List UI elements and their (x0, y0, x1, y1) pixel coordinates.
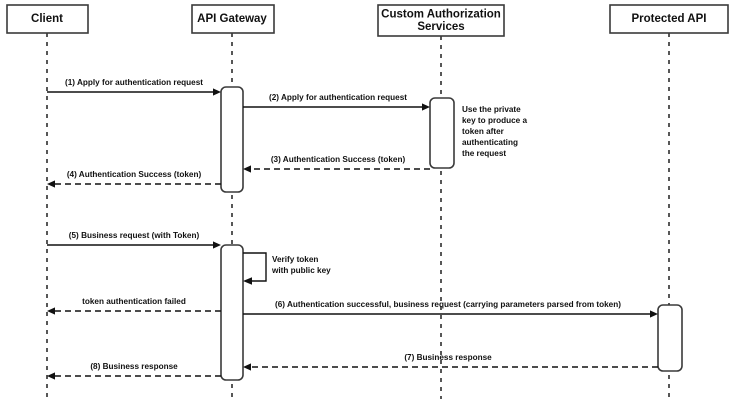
note-line: the request (462, 149, 506, 158)
message-label: (4) Authentication Success (token) (67, 170, 202, 179)
participant-label: Client (31, 13, 63, 25)
lifelines-layer (46, 33, 670, 399)
message-m6: (6) Authentication successful, business … (243, 300, 658, 318)
arrowhead-icon (422, 103, 430, 111)
notes-layer: Use the private key to produce a token aft… (462, 105, 528, 158)
message-label: (8) Business response (90, 362, 178, 371)
message-label: (3) Authentication Success (token) (271, 155, 406, 164)
message-label: (5) Business request (with Token) (69, 231, 200, 240)
arrowhead-icon (243, 277, 252, 285)
participant-client[interactable]: Client (6, 4, 89, 34)
message-m5: (5) Business request (with Token) (47, 231, 221, 249)
message-m8: (8) Business response (47, 362, 221, 380)
message-label: (1) Apply for authentication request (65, 78, 203, 87)
arrowhead-icon (47, 180, 55, 188)
messages-layer: (1) Apply for authentication request (2) … (47, 78, 658, 380)
participant-api-gateway[interactable]: API Gateway (191, 4, 275, 34)
note-line: Use the private (462, 105, 521, 114)
note-line: token after (462, 127, 505, 136)
participant-protected-api[interactable]: Protected API (609, 4, 729, 34)
message-m1: (1) Apply for authentication request (47, 78, 221, 96)
participant-label: API Gateway (197, 13, 267, 25)
activations-layer (220, 86, 683, 381)
note-note-private-key: Use the private key to produce a token aft… (462, 105, 528, 158)
self-message-self-verify: Verify token with public key (243, 252, 331, 285)
activation-bar-gateway-business (220, 244, 244, 381)
message-label: (7) Business response (404, 353, 492, 362)
participant-label: Custom Authorization (381, 8, 501, 20)
activation-bar-authsvc-issue-token (429, 97, 455, 169)
message-label: (2) Apply for authentication request (269, 93, 407, 102)
message-m-fail: token authentication failed (47, 297, 221, 315)
arrowhead-icon (47, 372, 55, 380)
self-message-line (243, 252, 267, 282)
arrowhead-icon (213, 88, 221, 96)
message-m4: (4) Authentication Success (token) (47, 170, 221, 188)
participant-label: Protected API (632, 13, 707, 25)
self-messages-layer: Verify token with public key (243, 252, 331, 285)
note-line: authenticating (462, 138, 518, 147)
message-label: token authentication failed (82, 297, 186, 306)
note-line: key to produce a (462, 116, 528, 125)
self-message-label: Verify token (272, 255, 318, 264)
arrowhead-icon (213, 241, 221, 249)
message-m2: (2) Apply for authentication request (243, 93, 430, 111)
activation-bar-gateway-auth (220, 86, 244, 193)
arrowhead-icon (243, 363, 251, 371)
message-label: (6) Authentication successful, business … (275, 300, 621, 309)
participants-layer: Client API Gateway Custom AuthorizationSer… (6, 4, 729, 37)
message-m3: (3) Authentication Success (token) (243, 155, 430, 173)
arrowhead-icon (47, 307, 55, 315)
arrowhead-icon (243, 165, 251, 173)
participant-label: Services (417, 21, 464, 33)
activation-bar-protected-api-handle (657, 304, 683, 372)
self-message-label: with public key (271, 266, 331, 275)
message-m7: (7) Business response (243, 353, 658, 371)
arrowhead-icon (650, 310, 658, 318)
